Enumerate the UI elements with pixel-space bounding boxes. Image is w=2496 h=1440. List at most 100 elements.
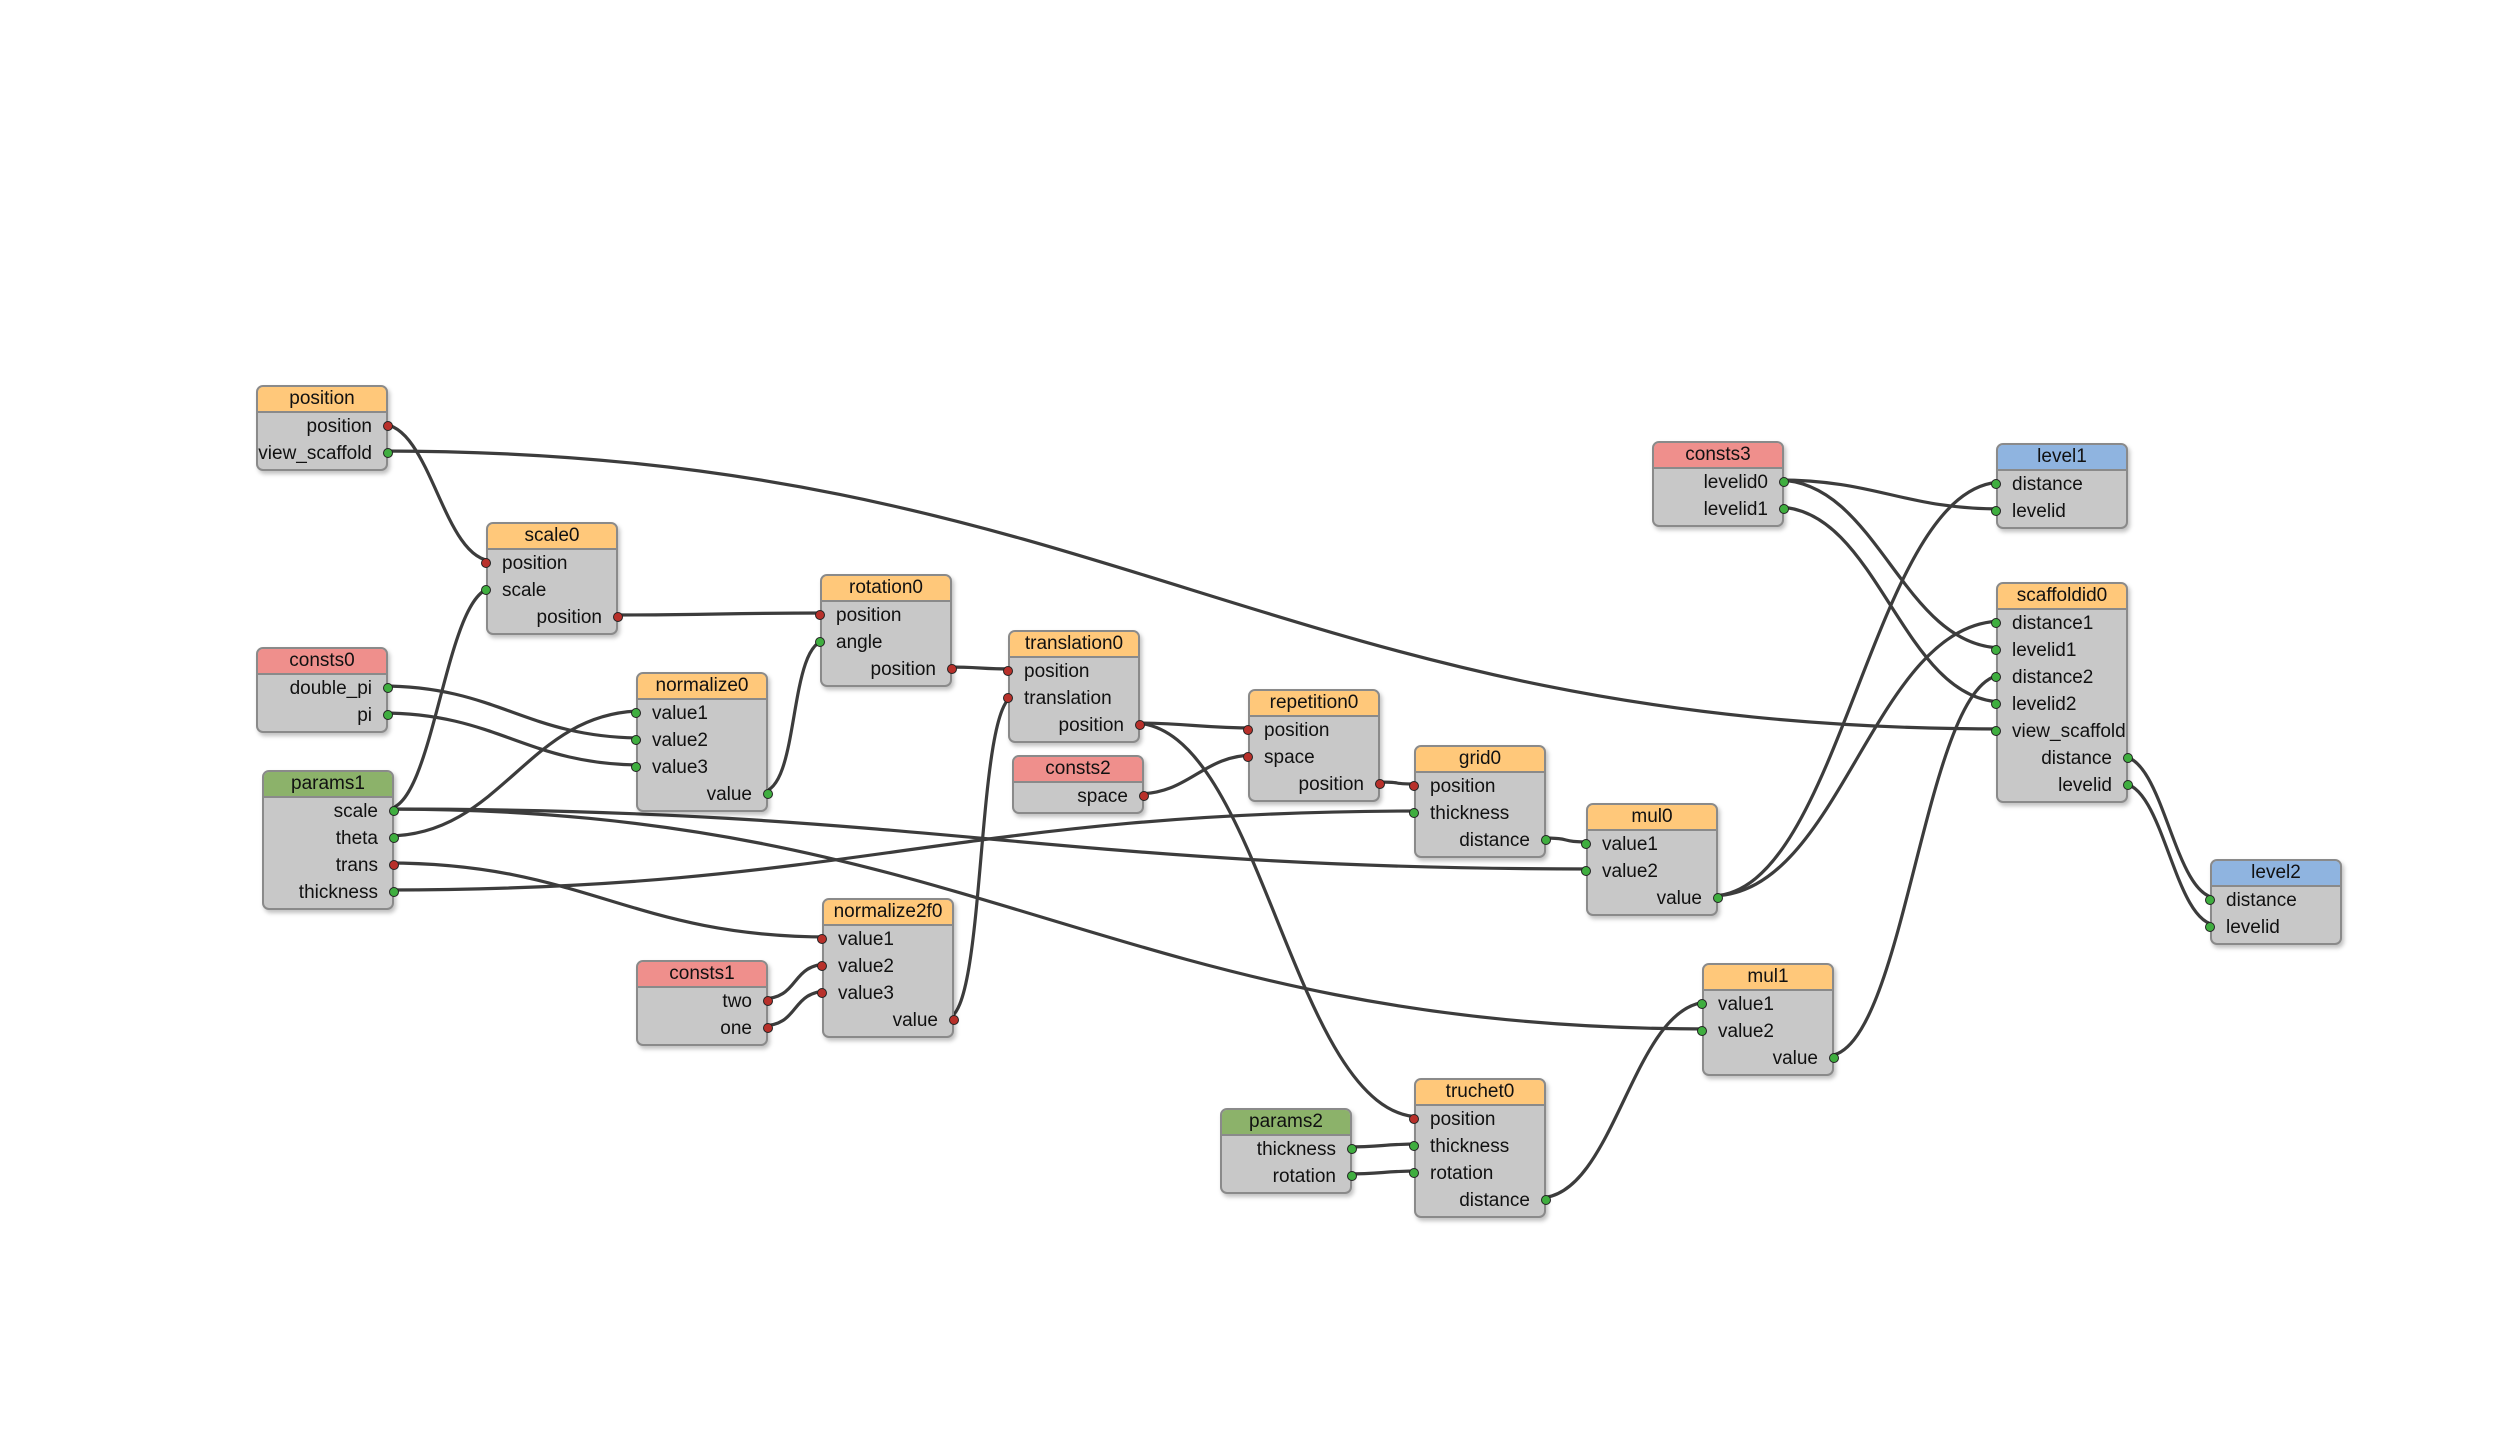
output-port-connector[interactable] bbox=[1347, 1171, 1357, 1181]
node-title[interactable]: grid0 bbox=[1416, 747, 1544, 773]
wire-consts3-levelid0-to-scaffoldid0-levelid1[interactable] bbox=[1776, 478, 2004, 650]
node-title[interactable]: normalize2f0 bbox=[824, 900, 952, 926]
output-port-connector[interactable] bbox=[2123, 753, 2133, 763]
output-port-connector[interactable] bbox=[389, 833, 399, 843]
wire-consts2-space-to-repetition0-space[interactable] bbox=[1136, 753, 1256, 796]
output-port-connector[interactable] bbox=[1541, 1195, 1551, 1205]
input-port-connector[interactable] bbox=[631, 735, 641, 745]
input-port-connector[interactable] bbox=[1409, 781, 1419, 791]
output-port-connector[interactable] bbox=[613, 612, 623, 622]
output-port-connector[interactable] bbox=[1375, 779, 1385, 789]
input-port-connector[interactable] bbox=[1991, 645, 2001, 655]
node-title[interactable]: mul1 bbox=[1704, 965, 1832, 991]
input-port-connector[interactable] bbox=[1003, 666, 1013, 676]
input-port-connector[interactable] bbox=[2205, 922, 2215, 932]
output-port-connector[interactable] bbox=[763, 1023, 773, 1033]
wire-mul1-value-to-scaffoldid0-distance2[interactable] bbox=[1826, 673, 2004, 1058]
wire-params1-theta-to-normalize0-value1[interactable] bbox=[386, 709, 644, 838]
input-port-connector[interactable] bbox=[1991, 672, 2001, 682]
output-port-connector[interactable] bbox=[389, 887, 399, 897]
output-port-connector[interactable] bbox=[1713, 893, 1723, 903]
output-port-connector[interactable] bbox=[1779, 477, 1789, 487]
output-port-connector[interactable] bbox=[389, 860, 399, 870]
node-title[interactable]: consts1 bbox=[638, 962, 766, 988]
output-port-connector[interactable] bbox=[763, 789, 773, 799]
wire-translation0-position-to-repetition0-position[interactable] bbox=[1132, 721, 1256, 730]
output-port-connector[interactable] bbox=[383, 683, 393, 693]
output-port-connector[interactable] bbox=[1135, 720, 1145, 730]
wire-truchet0-distance-to-mul1-value1[interactable] bbox=[1538, 1000, 1710, 1200]
input-port-connector[interactable] bbox=[1697, 1026, 1707, 1036]
input-port-connector[interactable] bbox=[481, 585, 491, 595]
node-title[interactable]: consts0 bbox=[258, 649, 386, 675]
output-port-connector[interactable] bbox=[947, 664, 957, 674]
node-title[interactable]: level2 bbox=[2212, 861, 2340, 887]
node-title[interactable]: repetition0 bbox=[1250, 691, 1378, 717]
output-port-connector[interactable] bbox=[763, 996, 773, 1006]
output-port-connector[interactable] bbox=[1541, 835, 1551, 845]
wire-position-position-to-scale0-position[interactable] bbox=[380, 422, 494, 563]
node-title[interactable]: scale0 bbox=[488, 524, 616, 550]
node-title[interactable]: translation0 bbox=[1010, 632, 1138, 658]
input-port-connector[interactable] bbox=[1991, 618, 2001, 628]
input-port-connector[interactable] bbox=[1581, 866, 1591, 876]
input-port-connector[interactable] bbox=[1409, 808, 1419, 818]
wire-params1-scale-to-mul0-value2[interactable] bbox=[386, 807, 1594, 871]
wire-params1-thickness-to-grid0-thickness[interactable] bbox=[386, 809, 1422, 892]
output-port-connector[interactable] bbox=[1347, 1144, 1357, 1154]
input-port-connector[interactable] bbox=[815, 610, 825, 620]
input-port-connector[interactable] bbox=[817, 988, 827, 998]
node-title[interactable]: level1 bbox=[1998, 445, 2126, 471]
output-port-connector[interactable] bbox=[2123, 780, 2133, 790]
output-port-connector[interactable] bbox=[949, 1015, 959, 1025]
input-port-connector[interactable] bbox=[1409, 1114, 1419, 1124]
input-port-connector[interactable] bbox=[1991, 699, 2001, 709]
output-port-connector[interactable] bbox=[1829, 1053, 1839, 1063]
wire-params1-scale-to-scale0-scale[interactable] bbox=[386, 586, 494, 811]
node-title[interactable]: position bbox=[258, 387, 386, 413]
output-port-connector[interactable] bbox=[1139, 791, 1149, 801]
input-port-connector[interactable] bbox=[1991, 479, 2001, 489]
wire-mul0-value-to-scaffoldid0-distance1[interactable] bbox=[1710, 619, 2004, 898]
input-port-connector[interactable] bbox=[815, 637, 825, 647]
node-title[interactable]: params2 bbox=[1222, 1110, 1350, 1136]
input-port-connector[interactable] bbox=[1409, 1168, 1419, 1178]
output-port-connector[interactable] bbox=[383, 421, 393, 431]
output-port-connector[interactable] bbox=[1779, 504, 1789, 514]
input-port-connector[interactable] bbox=[1581, 839, 1591, 849]
wire-scaffoldid0-levelid-to-level2-levelid[interactable] bbox=[2120, 781, 2218, 927]
wire-scaffoldid0-distance-to-level2-distance[interactable] bbox=[2120, 754, 2218, 900]
input-port-connector[interactable] bbox=[1991, 726, 2001, 736]
wire-consts3-levelid1-to-scaffoldid0-levelid2[interactable] bbox=[1776, 505, 2004, 704]
wire-normalize0-value-to-rotation0-angle[interactable] bbox=[760, 638, 828, 794]
output-port-connector[interactable] bbox=[389, 806, 399, 816]
wire-consts3-levelid0-to-level1-levelid[interactable] bbox=[1776, 478, 2004, 511]
node-title[interactable]: scaffoldid0 bbox=[1998, 584, 2126, 610]
node-title[interactable]: params1 bbox=[264, 772, 392, 798]
input-port-connector[interactable] bbox=[481, 558, 491, 568]
input-port-connector[interactable] bbox=[1409, 1141, 1419, 1151]
output-port-connector[interactable] bbox=[383, 448, 393, 458]
wire-mul0-value-to-level1-distance[interactable] bbox=[1710, 480, 2004, 898]
output-port-connector[interactable] bbox=[383, 710, 393, 720]
node-title[interactable]: mul0 bbox=[1588, 805, 1716, 831]
input-port-connector[interactable] bbox=[1243, 752, 1253, 762]
input-port-connector[interactable] bbox=[631, 708, 641, 718]
input-port-connector[interactable] bbox=[1991, 506, 2001, 516]
